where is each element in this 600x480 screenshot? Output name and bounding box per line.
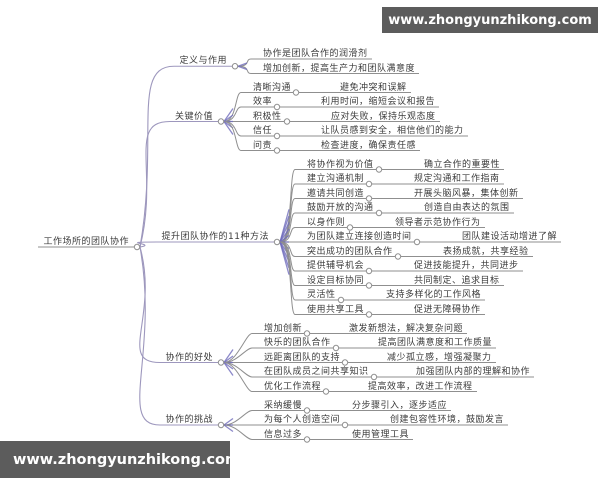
topic-root[interactable]: 工作场所的团队协作 (43, 237, 129, 247)
branch-topic-4[interactable]: 协作的挑战 (165, 415, 213, 425)
collapse-handle[interactable] (370, 373, 378, 381)
detail-topic[interactable]: 表扬成就，共享经验 (443, 246, 529, 257)
collapse-handle[interactable] (365, 282, 373, 289)
detail-topic[interactable]: 利用时间，缩短会议和报告 (321, 97, 436, 107)
detail-topic[interactable]: 创建包容性环境，鼓励发言 (390, 415, 505, 425)
subtopic[interactable]: 鼓励开放的沟通 (307, 203, 374, 213)
detail-topic[interactable]: 规定沟通和工作指南 (414, 174, 500, 184)
subtopic[interactable]: 远距离团队的支持 (264, 352, 341, 363)
subtopic[interactable]: 在团队成员之间共享知识 (264, 367, 369, 377)
detail-topic[interactable]: 加强团队内部的理解和协作 (416, 367, 531, 377)
subtopic[interactable]: 增加创新 (264, 323, 303, 334)
subtopic[interactable]: 使用共享工具 (307, 304, 365, 315)
detail-topic[interactable]: 让队员感到安全，相信他们的能力 (321, 126, 464, 136)
collapse-handle[interactable] (231, 63, 239, 70)
detail-topic[interactable]: 检查进度，确保责任感 (321, 140, 417, 151)
collapse-handle[interactable] (365, 180, 373, 188)
subtopic[interactable]: 为每个人创造空间 (264, 415, 341, 425)
subtopic[interactable]: 建立沟通机制 (307, 174, 365, 184)
detail-topic[interactable]: 团队建设活动增进了解 (462, 232, 558, 242)
subtopic[interactable]: 效率 (253, 97, 273, 107)
collapse-handle[interactable] (365, 311, 373, 318)
collapse-handle[interactable] (273, 103, 281, 111)
collapse-handle[interactable] (273, 238, 281, 246)
detail-topic[interactable]: 共同制定、追求目标 (414, 275, 500, 286)
detail-topic[interactable]: 创造自由表达的氛围 (424, 203, 510, 213)
branch-topic-3[interactable]: 协作的好处 (165, 352, 213, 363)
detail-topic[interactable]: 确立合作的重要性 (424, 159, 501, 170)
branch-topic-1[interactable]: 关键价值 (174, 111, 213, 122)
subtopic[interactable]: 积极性 (253, 111, 282, 122)
subtopic[interactable]: 信任 (253, 126, 273, 136)
subtopic[interactable]: 提供辅导机会 (307, 261, 365, 271)
subtopic[interactable]: 突出成功的团队合作 (307, 246, 393, 257)
subtopic[interactable]: 优化工作流程 (264, 381, 322, 392)
collapse-handle[interactable] (332, 344, 340, 352)
subtopic[interactable]: 协作是团队合作的润滑剂 (263, 49, 368, 59)
detail-topic[interactable]: 支持多样化的工作风格 (386, 290, 482, 300)
collapse-handle[interactable] (217, 118, 225, 125)
collapse-handle[interactable] (341, 421, 349, 429)
branch-topic-0[interactable]: 定义与作用 (179, 56, 227, 67)
detail-topic[interactable]: 提高团队满意度和工作质量 (378, 338, 493, 348)
collapse-handle[interactable] (413, 238, 421, 246)
collapse-handle[interactable] (292, 89, 300, 96)
collapse-handle[interactable] (337, 296, 345, 304)
detail-topic[interactable]: 领导者示范协作行为 (395, 217, 481, 228)
subtopic[interactable]: 灵活性 (307, 290, 336, 300)
detail-topic[interactable]: 激发新想法，解决复杂问题 (349, 323, 464, 334)
detail-topic[interactable]: 促进无障碍协作 (414, 304, 481, 315)
detail-topic[interactable]: 提高效率，改进工作流程 (368, 381, 473, 392)
collapse-handle[interactable] (217, 359, 225, 366)
collapse-handle[interactable] (133, 243, 141, 251)
collapse-handle[interactable] (273, 132, 281, 140)
collapse-handle[interactable] (394, 253, 402, 260)
detail-topic[interactable]: 开展头脑风暴，集体创新 (414, 188, 519, 199)
detail-topic[interactable]: 促进技能提升，共同进步 (414, 261, 519, 271)
collapse-handle[interactable] (283, 118, 291, 125)
subtopic[interactable]: 邀请共同创造 (307, 188, 365, 199)
collapse-handle[interactable] (303, 436, 311, 443)
watermark-top: www.zhongyunzhikong.com (382, 7, 598, 33)
subtopic[interactable]: 设定目标协同 (307, 275, 365, 286)
branch-topic-2[interactable]: 提升团队协作的11种方法 (161, 232, 269, 242)
collapse-handle[interactable] (217, 421, 225, 429)
detail-topic[interactable]: 使用管理工具 (352, 429, 410, 440)
collapse-handle[interactable] (273, 147, 281, 154)
collapse-handle[interactable] (365, 267, 373, 275)
subtopic[interactable]: 信息过多 (264, 429, 303, 440)
collapse-handle[interactable] (303, 407, 311, 414)
collapse-handle[interactable] (375, 166, 383, 173)
collapse-handle[interactable] (365, 195, 373, 202)
collapse-handle[interactable] (322, 388, 330, 395)
detail-topic[interactable]: 分步骤引入，逐步适应 (352, 400, 448, 411)
detail-topic[interactable]: 减少孤立感，增强凝聚力 (387, 352, 492, 363)
subtopic[interactable]: 为团队建立连接创造时间 (307, 232, 412, 242)
subtopic[interactable]: 以身作则 (307, 217, 346, 228)
collapse-handle[interactable] (303, 330, 311, 337)
collapse-handle[interactable] (346, 224, 354, 231)
subtopic[interactable]: 将协作视为价值 (307, 159, 374, 170)
detail-topic[interactable]: 避免冲突和误解 (340, 82, 407, 93)
watermark-bottom: www.zhongyunzhikong.com (0, 441, 240, 478)
watermark-top-text: www.zhongyunzhikong.com (388, 12, 592, 28)
collapse-handle[interactable] (375, 209, 383, 217)
detail-topic[interactable]: 应对失败，保持乐观态度 (331, 111, 436, 122)
subtopic[interactable]: 采纳缓慢 (264, 400, 303, 411)
subtopic[interactable]: 问责 (253, 140, 273, 151)
subtopic[interactable]: 清晰沟通 (253, 82, 292, 93)
subtopic[interactable]: 增加创新，提高生产力和团队满意度 (263, 63, 416, 74)
collapse-handle[interactable] (341, 359, 349, 366)
subtopic[interactable]: 快乐的团队合作 (264, 338, 331, 348)
watermark-bottom-text: www.zhongyunzhikong.com (13, 451, 241, 468)
